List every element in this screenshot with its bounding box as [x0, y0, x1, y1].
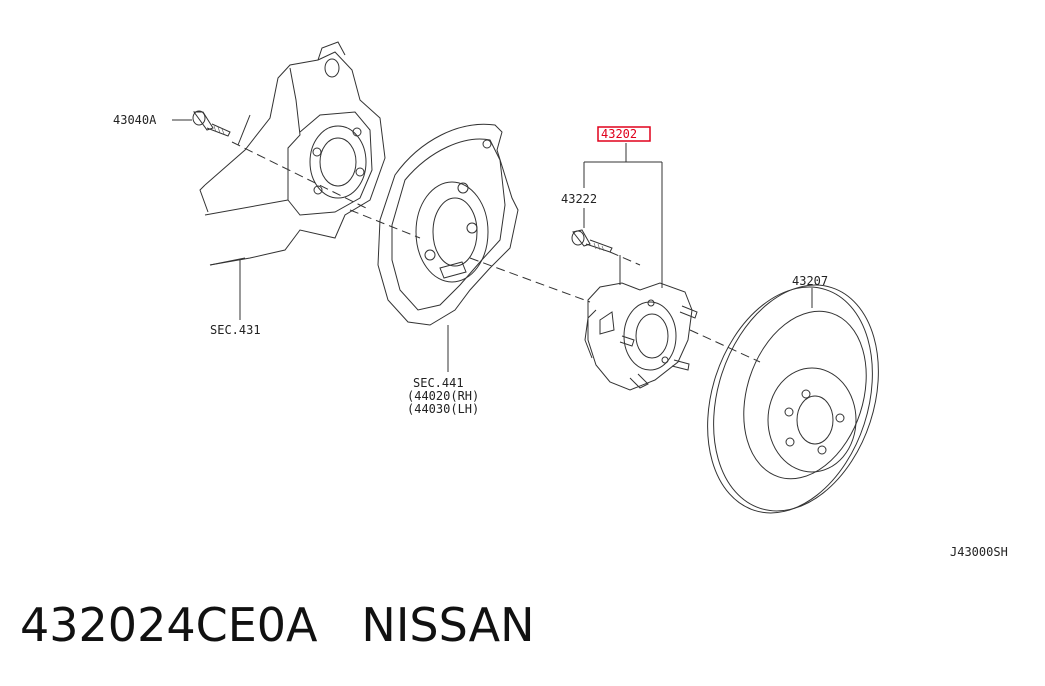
label-bolt-43040a: 43040A [113, 113, 157, 127]
exploded-parts-diagram: 43040A 43202 43222 43207 SEC.431 SEC.441… [113, 41, 1008, 559]
label-highlighted-part-43202: 43202 [601, 127, 637, 141]
bolt-43040a-drawing [172, 110, 231, 137]
brake-rotor-drawing [707, 284, 879, 514]
label-rh-part: (44020(RH) [407, 389, 479, 403]
label-knuckle-sec431: SEC.431 [210, 323, 261, 337]
caption-part-number: 432024CE0A [20, 598, 318, 652]
label-rotor-43207: 43207 [792, 274, 828, 288]
label-lh-part: (44030(LH) [407, 402, 479, 416]
label-drawing-code: J43000SH [950, 545, 1008, 559]
part-caption: 432024CE0A NISSAN [20, 598, 535, 652]
knuckle-drawing [199, 41, 386, 320]
bolt-axis-line [609, 251, 641, 266]
center-axis-line [231, 141, 761, 363]
label-bolt-43222: 43222 [561, 192, 597, 206]
caption-brand: NISSAN [361, 598, 535, 652]
hub-assembly-drawing [583, 143, 698, 391]
bolt-43222-drawing [571, 229, 613, 253]
label-backing-plate-sec441: SEC.441 [413, 376, 464, 390]
highlight-box [597, 126, 651, 142]
backing-plate-drawing [377, 123, 519, 372]
